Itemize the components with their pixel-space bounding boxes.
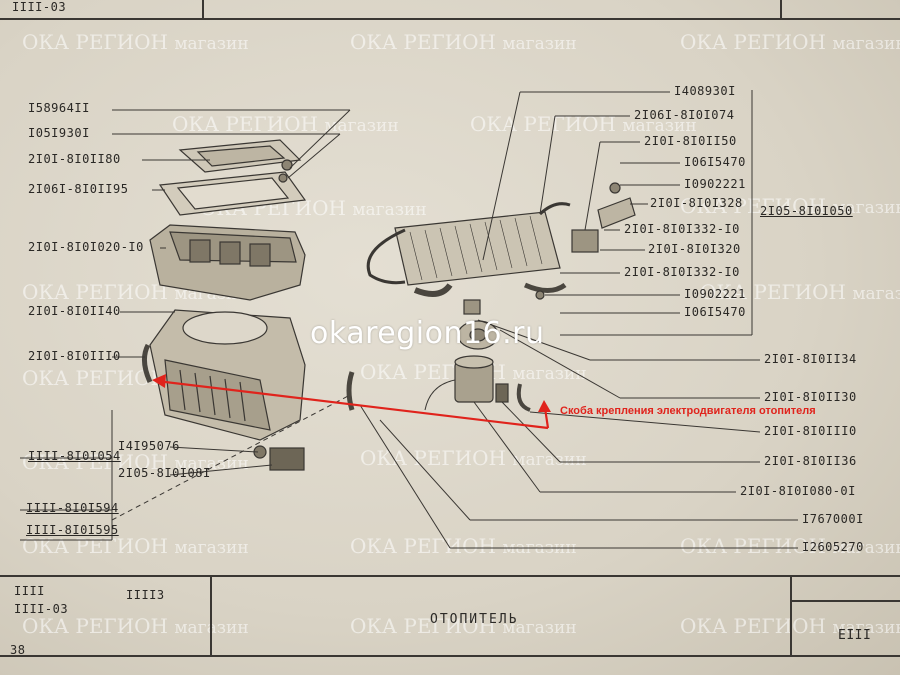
title-block-rule: [0, 575, 900, 577]
part-number-label: I06I5470: [684, 305, 746, 319]
radiator-part: [366, 202, 571, 286]
title-block-divider: [210, 575, 212, 655]
part-number-label: I05I930I: [28, 126, 90, 140]
motor-bracket-part: [516, 383, 531, 412]
clip-part: [142, 343, 153, 384]
part-number-label: I767000I: [802, 512, 864, 526]
clip-part: [346, 371, 355, 411]
upper-housing-part: [149, 224, 306, 301]
assembly-number-label: 2I05-8I0I050: [760, 204, 853, 218]
part-number-label: 2I0I-8I0III0: [28, 349, 121, 363]
drawing-title: ОТОПИТЕЛЬ: [430, 612, 519, 627]
part-number-label: I0902221: [684, 287, 746, 301]
website-watermark: okaregion16.ru: [310, 316, 545, 351]
header-rule: [0, 18, 900, 20]
title-block-rule: [0, 655, 900, 657]
motor-part: [424, 355, 494, 411]
part-number-label: 2I0I-8I0II80: [28, 152, 121, 166]
title-block-divider: [790, 575, 792, 655]
part-number-label: 2I0I-8I0II36: [764, 454, 857, 468]
part-number-label: IIII-8I0I595: [26, 523, 119, 537]
part-number-label: I0902221: [684, 177, 746, 191]
title-block-rule: [790, 600, 900, 602]
part-number-label: 2I06I-8I0I074: [634, 108, 735, 122]
screw-part: [609, 182, 621, 194]
impeller-part: [457, 320, 499, 350]
document-code: EIII: [838, 628, 872, 643]
part-number-label: 2I0I-8I0I080-0I: [740, 484, 856, 498]
part-number-label: IIII-8I0I054: [28, 449, 121, 463]
lower-housing-part: [149, 309, 306, 441]
model-code: IIII3: [126, 588, 165, 602]
screw-part: [281, 159, 293, 171]
model-code: IIII: [14, 584, 45, 598]
part-number-label: 2I0I-8I0II30: [764, 390, 857, 404]
part-number-label: 2I0I-8I0I332-I0: [624, 222, 740, 236]
part-number-label: 2I0I-8I0I020-I0: [28, 240, 144, 254]
part-number-label: I4I95076: [118, 439, 180, 453]
resistor-part: [269, 447, 305, 471]
header-divider: [780, 0, 782, 18]
valve-part: [571, 197, 636, 253]
part-number-label: 2I0I-8I0II34: [764, 352, 857, 366]
screw-part: [535, 290, 545, 300]
part-number-label: 2I0I-8I0II50: [644, 134, 737, 148]
hose-part: [523, 282, 567, 293]
page-number: 38: [10, 643, 26, 657]
nut-part: [278, 173, 288, 183]
model-code: IIII-03: [14, 602, 69, 616]
part-number-label: 2I0I-8I0III0: [764, 424, 857, 438]
part-number-label: 2I0I-8I0II40: [28, 304, 121, 318]
part-number-label: 2I0I-8I0I320: [648, 242, 741, 256]
part-number-label: I408930I: [674, 84, 736, 98]
hose-part: [413, 283, 453, 297]
header-sheet-code: IIII-03: [12, 0, 67, 14]
part-number-label: 2I06I-8I0II95: [28, 182, 129, 196]
part-number-label: 2I0I-8I0I332-I0: [624, 265, 740, 279]
clip-part: [495, 383, 509, 403]
part-number-label: I2605270: [802, 540, 864, 554]
part-number-label: I58964II: [28, 101, 90, 115]
seal-frame-part: [158, 171, 307, 216]
header-divider: [202, 0, 204, 18]
part-number-label: 2I05-8I0I08I: [118, 466, 211, 480]
annotation-note: Скоба крепления электродвигателя отопите…: [560, 405, 816, 417]
bracket-part: [463, 299, 481, 315]
part-number-label: IIII-8I0I594: [26, 501, 119, 515]
part-number-label: 2I0I-8I0I328: [650, 196, 743, 210]
part-number-label: I06I5470: [684, 155, 746, 169]
flap-frame-part: [178, 139, 302, 173]
